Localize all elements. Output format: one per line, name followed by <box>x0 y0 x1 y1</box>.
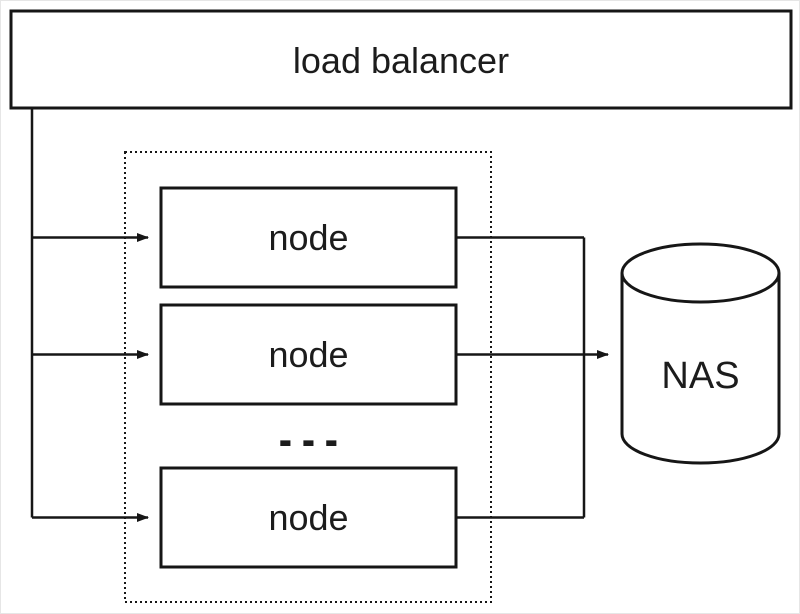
load-balancer-box <box>9 9 793 110</box>
node-box-2 <box>159 303 458 406</box>
nas-cylinder-top <box>620 242 781 304</box>
node-box-1 <box>159 186 458 289</box>
cluster-boundary <box>124 151 492 603</box>
nas-cylinder-body <box>620 273 781 465</box>
node-box-3 <box>159 466 458 569</box>
